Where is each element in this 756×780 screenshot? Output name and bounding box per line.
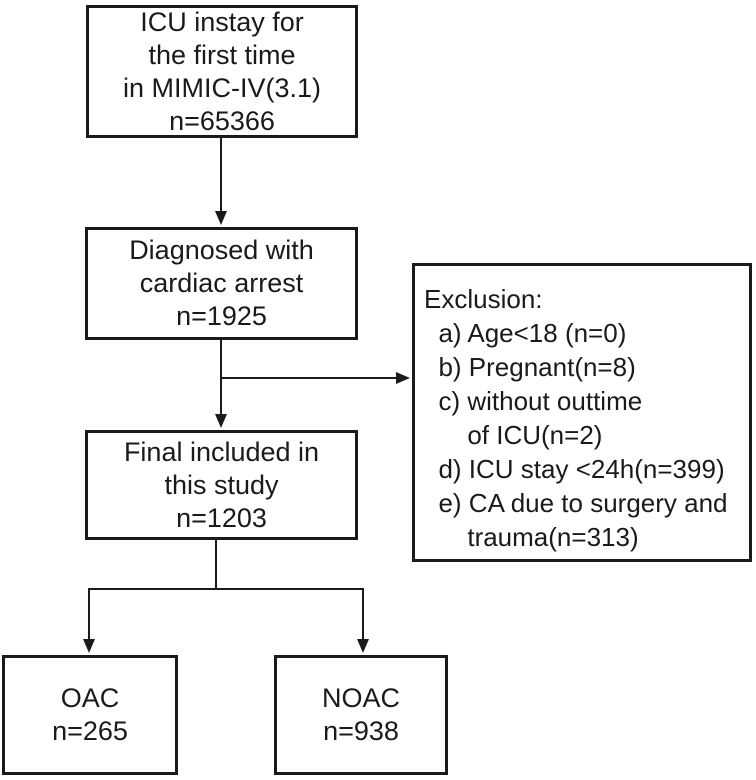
- arrowhead-branch-to-exclusion: [396, 372, 410, 384]
- node-noac-group: NOAC n=938: [274, 655, 448, 775]
- arrowhead-split-to-noac: [357, 639, 369, 653]
- node-exclusion-criteria-text: Exclusion: a) Age<18 (n=0) b) Pregnant(n…: [424, 284, 728, 552]
- arrowhead-split-to-oac: [83, 639, 95, 653]
- node-oac-group-text: OAC n=265: [52, 683, 128, 746]
- node-exclusion-criteria: Exclusion: a) Age<18 (n=0) b) Pregnant(n…: [412, 263, 752, 562]
- node-oac-group: OAC n=265: [2, 655, 178, 775]
- node-diagnosed-cardiac-arrest: Diagnosed with cardiac arrest n=1925: [85, 227, 358, 340]
- arrowhead-diagnosed-to-final: [215, 414, 227, 428]
- node-icu-instay-text: ICU instay for the first time in MIMIC-I…: [122, 6, 322, 136]
- node-icu-instay: ICU instay for the first time in MIMIC-I…: [86, 5, 358, 138]
- arrowhead-icu-to-diagnosed: [215, 211, 227, 225]
- node-final-included-text: Final included in this study n=1203: [123, 436, 320, 533]
- node-final-included: Final included in this study n=1203: [85, 430, 358, 540]
- node-noac-group-text: NOAC n=938: [321, 683, 400, 746]
- node-diagnosed-cardiac-arrest-text: Diagnosed with cardiac arrest n=1925: [129, 235, 314, 331]
